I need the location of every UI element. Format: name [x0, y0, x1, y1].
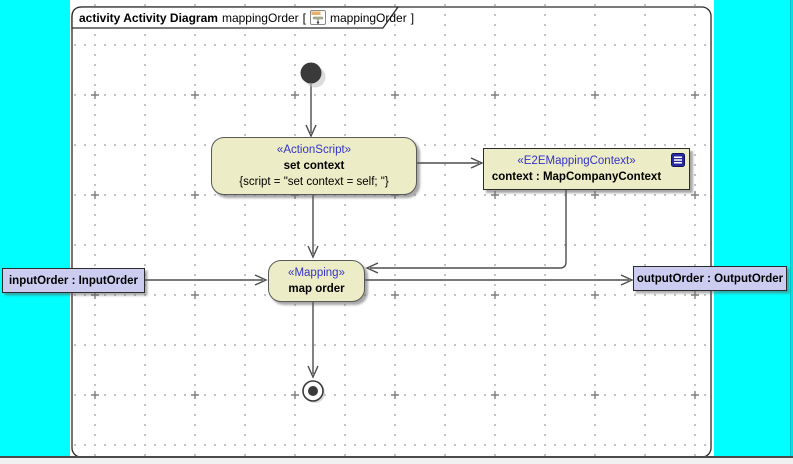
frame-ref-close: ]: [410, 10, 415, 25]
arrowhead-down-final: [307, 365, 319, 379]
pane-right-edge: [790, 0, 793, 456]
context-name: context : MapCompanyContext: [491, 171, 662, 183]
activity-diagram-icon: [310, 10, 327, 25]
input-parameter-label: inputOrder : InputOrder: [8, 274, 139, 287]
frame-ref-name: mappingOrder: [330, 10, 407, 25]
parameter-node-input[interactable]: inputOrder : InputOrder: [2, 268, 145, 293]
arrowhead-left-maporder: [365, 262, 379, 274]
arrowhead-down-setcontext: [305, 124, 317, 138]
map-order-name: map order: [288, 283, 345, 295]
output-parameter-label: outputOrder : OutputOrder: [636, 272, 784, 285]
context-stereotype: «E2EMappingContext»: [517, 155, 636, 167]
set-context-stereotype: «ActionScript»: [276, 144, 352, 156]
action-map-order[interactable]: «Mapping» map order: [268, 260, 365, 302]
pane-bottom-edge: [0, 456, 793, 464]
set-context-name: set context: [283, 160, 345, 172]
initial-node[interactable]: [300, 62, 322, 84]
set-context-script: {script = "set context = self; "}: [239, 176, 389, 188]
properties-list-icon[interactable]: [671, 153, 685, 167]
activity-final-node-core: [308, 386, 318, 396]
object-node-context[interactable]: «E2EMappingContext» context : MapCompany…: [483, 148, 690, 190]
frame-ref-open: [: [302, 10, 307, 25]
frame-title: activity Activity Diagram mappingOrder […: [79, 9, 414, 26]
action-set-context[interactable]: «ActionScript» set context {script = "se…: [211, 137, 417, 195]
arrowhead-right-output: [620, 274, 634, 286]
arrowhead-down-maporder: [307, 245, 319, 259]
arrowhead-right-maporder: [254, 274, 268, 286]
flow-context-to-maporder[interactable]: [370, 190, 567, 269]
arrowhead-right-context: [470, 157, 484, 169]
frame-diagram-name: mappingOrder: [221, 10, 299, 25]
parameter-node-output[interactable]: outputOrder : OutputOrder: [633, 266, 787, 291]
map-order-stereotype: «Mapping»: [288, 267, 345, 279]
frame-keyword: activity Activity Diagram: [79, 10, 218, 25]
grid-plus-marks: [70, 0, 714, 457]
